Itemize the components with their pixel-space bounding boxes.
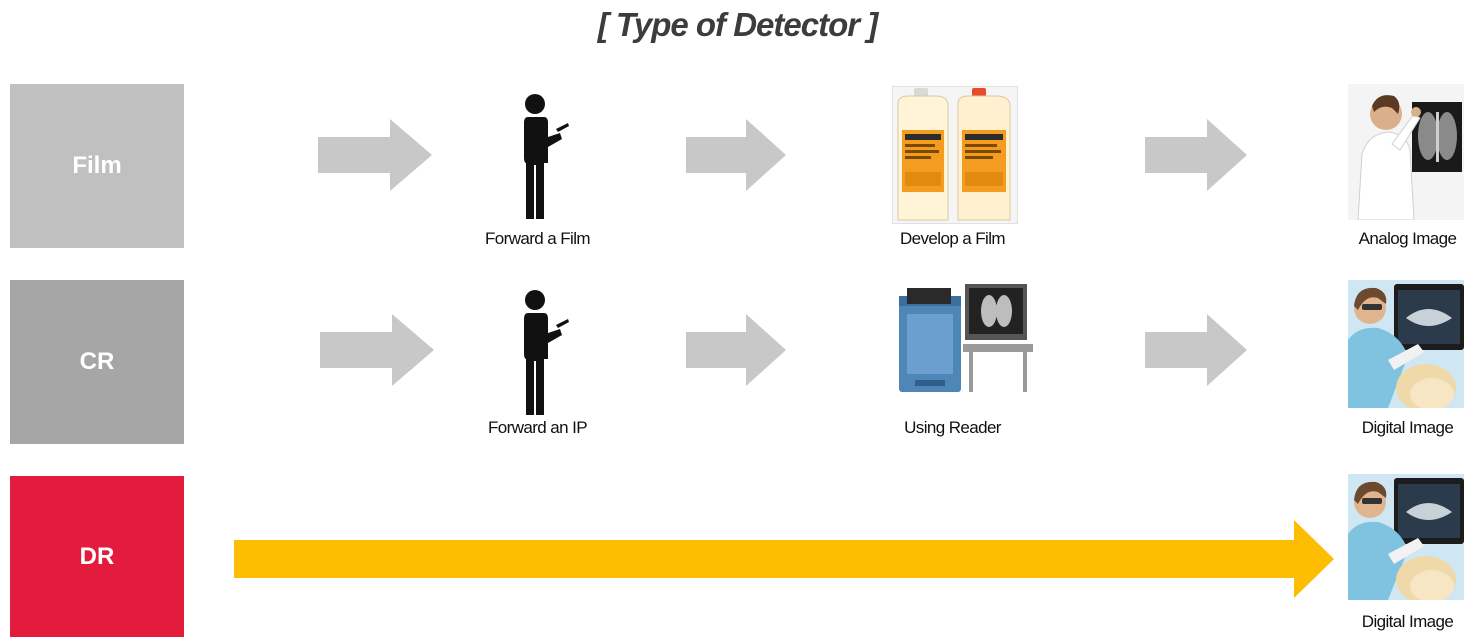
arrow-film-1 — [318, 119, 432, 191]
result-label-analog-image: Analog Image — [1358, 229, 1457, 248]
person-with-tablet-icon — [524, 290, 569, 415]
arrow-dr-direct — [234, 520, 1334, 598]
developer-chemical-jugs-image — [892, 86, 1018, 224]
type-label-film: Film — [72, 152, 122, 179]
step-label-using-reader: Using Reader — [904, 418, 1001, 437]
step-label-forward-film: Forward a Film — [485, 229, 591, 248]
type-box-film: Film — [10, 84, 184, 248]
doctor-viewing-xray-image — [1348, 84, 1464, 220]
type-label-dr: DR — [79, 542, 115, 570]
arrow-cr-3 — [1145, 314, 1247, 386]
arrow-film-3 — [1145, 119, 1247, 191]
dental-digital-xray-image — [1348, 280, 1464, 408]
step-label-develop-film: Develop a Film — [900, 229, 1006, 248]
arrow-cr-1 — [320, 314, 434, 386]
type-label-cr: CR — [79, 348, 115, 375]
arrow-film-2 — [686, 119, 786, 191]
type-box-dr: DR — [10, 476, 184, 637]
diagram-title: [ Type of Detector ] — [597, 6, 878, 43]
type-box-cr: CR — [10, 280, 184, 444]
result-label-digital-image-dr: Digital Image — [1361, 612, 1454, 631]
person-with-tablet-icon — [524, 94, 569, 219]
dental-digital-xray-image — [1348, 474, 1464, 600]
result-label-digital-image-cr: Digital Image — [1361, 418, 1454, 437]
cr-reader-machine-image — [895, 284, 1035, 394]
step-label-forward-ip: Forward an IP — [488, 418, 588, 437]
arrow-cr-2 — [686, 314, 786, 386]
